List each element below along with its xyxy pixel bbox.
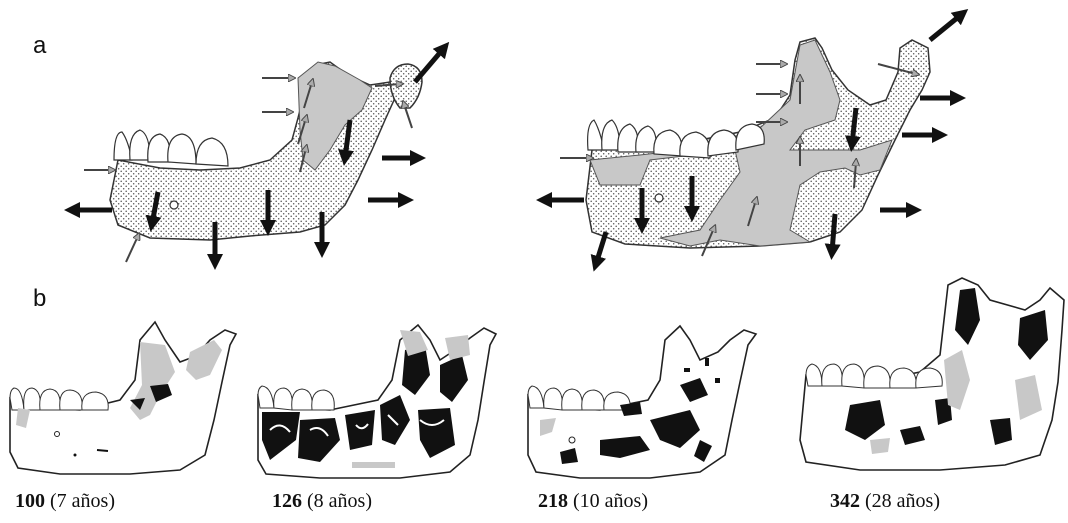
specimen-id: 218 — [538, 490, 568, 512]
teeth-young — [114, 130, 228, 166]
specimen-age: (28 años) — [865, 490, 940, 512]
specimen-age: (10 años) — [573, 490, 648, 512]
caption-specimen-342: 342 (28 años) — [830, 490, 940, 513]
mandible-adult-diagram — [544, 14, 962, 264]
specimen-age: (8 años) — [307, 490, 372, 512]
mental-foramen — [170, 201, 178, 209]
specimen-100-drawing — [10, 322, 236, 474]
caption-specimen-100: 100 (7 años) — [15, 490, 115, 513]
specimen-id: 100 — [15, 490, 45, 512]
specimen-126-drawing — [258, 325, 496, 478]
specimen-id: 126 — [272, 490, 302, 512]
specimen-age: (7 años) — [50, 490, 115, 512]
caption-specimen-126: 126 (8 años) — [272, 490, 372, 513]
specimen-218-drawing — [528, 326, 756, 478]
mandible-young-condyle — [390, 64, 422, 108]
caption-specimen-218: 218 (10 años) — [538, 490, 648, 513]
specimen-342-drawing — [800, 278, 1064, 470]
specimen-id: 342 — [830, 490, 860, 512]
mental-foramen-adult — [655, 194, 663, 202]
mandible-young-diagram — [72, 48, 444, 262]
